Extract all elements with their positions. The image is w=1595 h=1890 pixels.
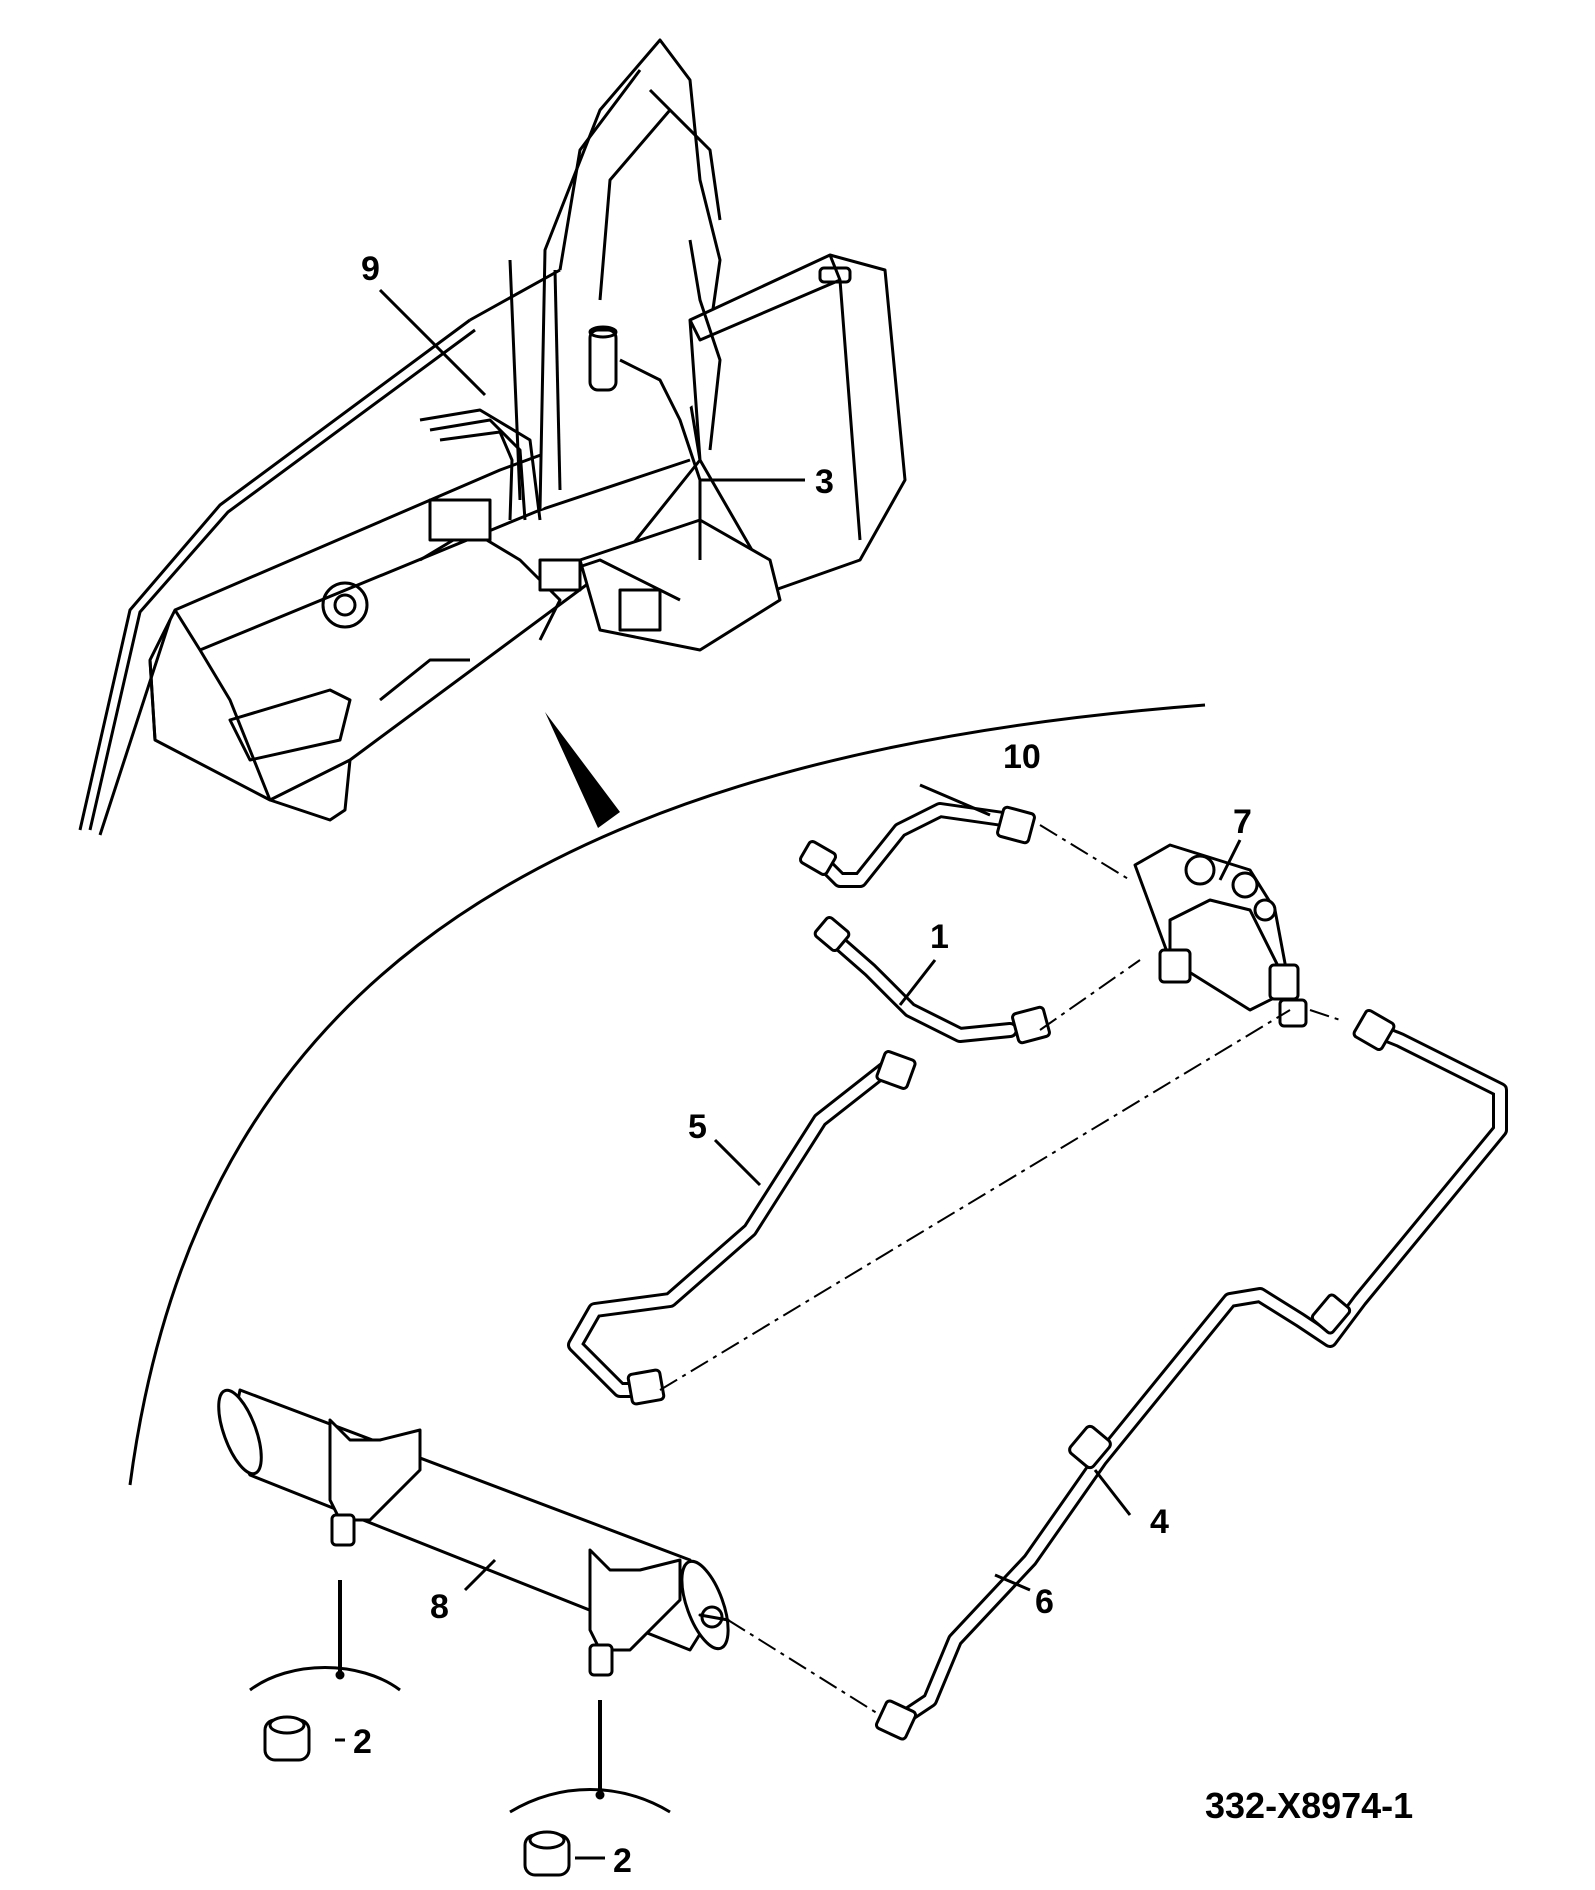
- nut-2b: [523, 1830, 571, 1877]
- leader-lines: [335, 288, 1242, 1860]
- callout-2a: 2: [353, 1723, 372, 1761]
- view-separator-arc: [128, 703, 1206, 1486]
- callout-5: 5: [688, 1108, 707, 1146]
- machine-chassis: [78, 38, 907, 836]
- callout-4: 4: [1150, 1503, 1169, 1541]
- callout-3: 3: [815, 463, 834, 501]
- detail-pointer: [545, 712, 620, 828]
- hydraulic-pipes: [217, 802, 1508, 1741]
- nut-2a: [263, 1715, 311, 1762]
- center-lines: [659, 824, 1341, 1716]
- callout-9: 9: [361, 250, 380, 288]
- callout-2b: 2: [613, 1842, 632, 1880]
- callout-8: 8: [430, 1588, 449, 1626]
- callout-10: 10: [1003, 738, 1041, 776]
- drawing-reference-code: 332-X8974-1: [1205, 1785, 1413, 1826]
- callout-7: 7: [1233, 803, 1252, 841]
- nut-detail-views: [249, 1580, 671, 1814]
- callout-1: 1: [930, 918, 949, 956]
- callout-6: 6: [1035, 1583, 1054, 1621]
